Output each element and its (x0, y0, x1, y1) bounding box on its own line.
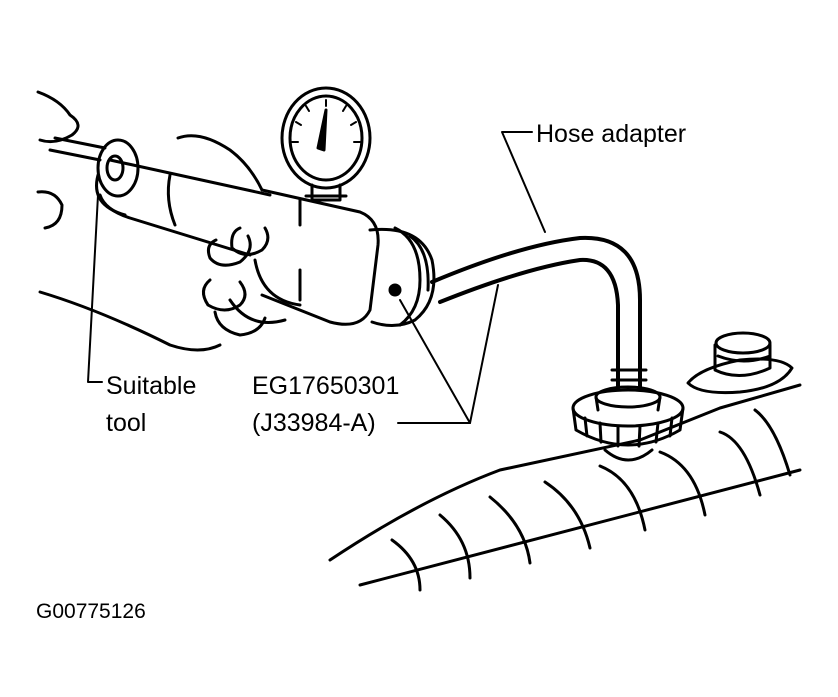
hose (430, 235, 648, 390)
suitable-tool-label-line2: tool (106, 409, 147, 437)
radiator-tank (328, 383, 802, 592)
pressure-gauge (280, 86, 372, 202)
tool-number-alt-label: (J33984-A) (252, 409, 376, 437)
filler-neck-adapter (571, 385, 685, 462)
pressure-tester (48, 136, 436, 327)
radiator-cap (686, 331, 794, 395)
figure-id: G00775126 (36, 600, 146, 623)
hand (36, 90, 302, 352)
leader-hose-adapter (501, 131, 546, 233)
tool-number-label: EG17650301 (252, 372, 400, 400)
leader-tool-part-b (469, 284, 499, 424)
leader-lines (87, 131, 546, 424)
hose-adapter-label: Hose adapter (536, 120, 687, 148)
suitable-tool-label-line1: Suitable (106, 372, 197, 400)
leader-suitable-tool (87, 194, 103, 383)
